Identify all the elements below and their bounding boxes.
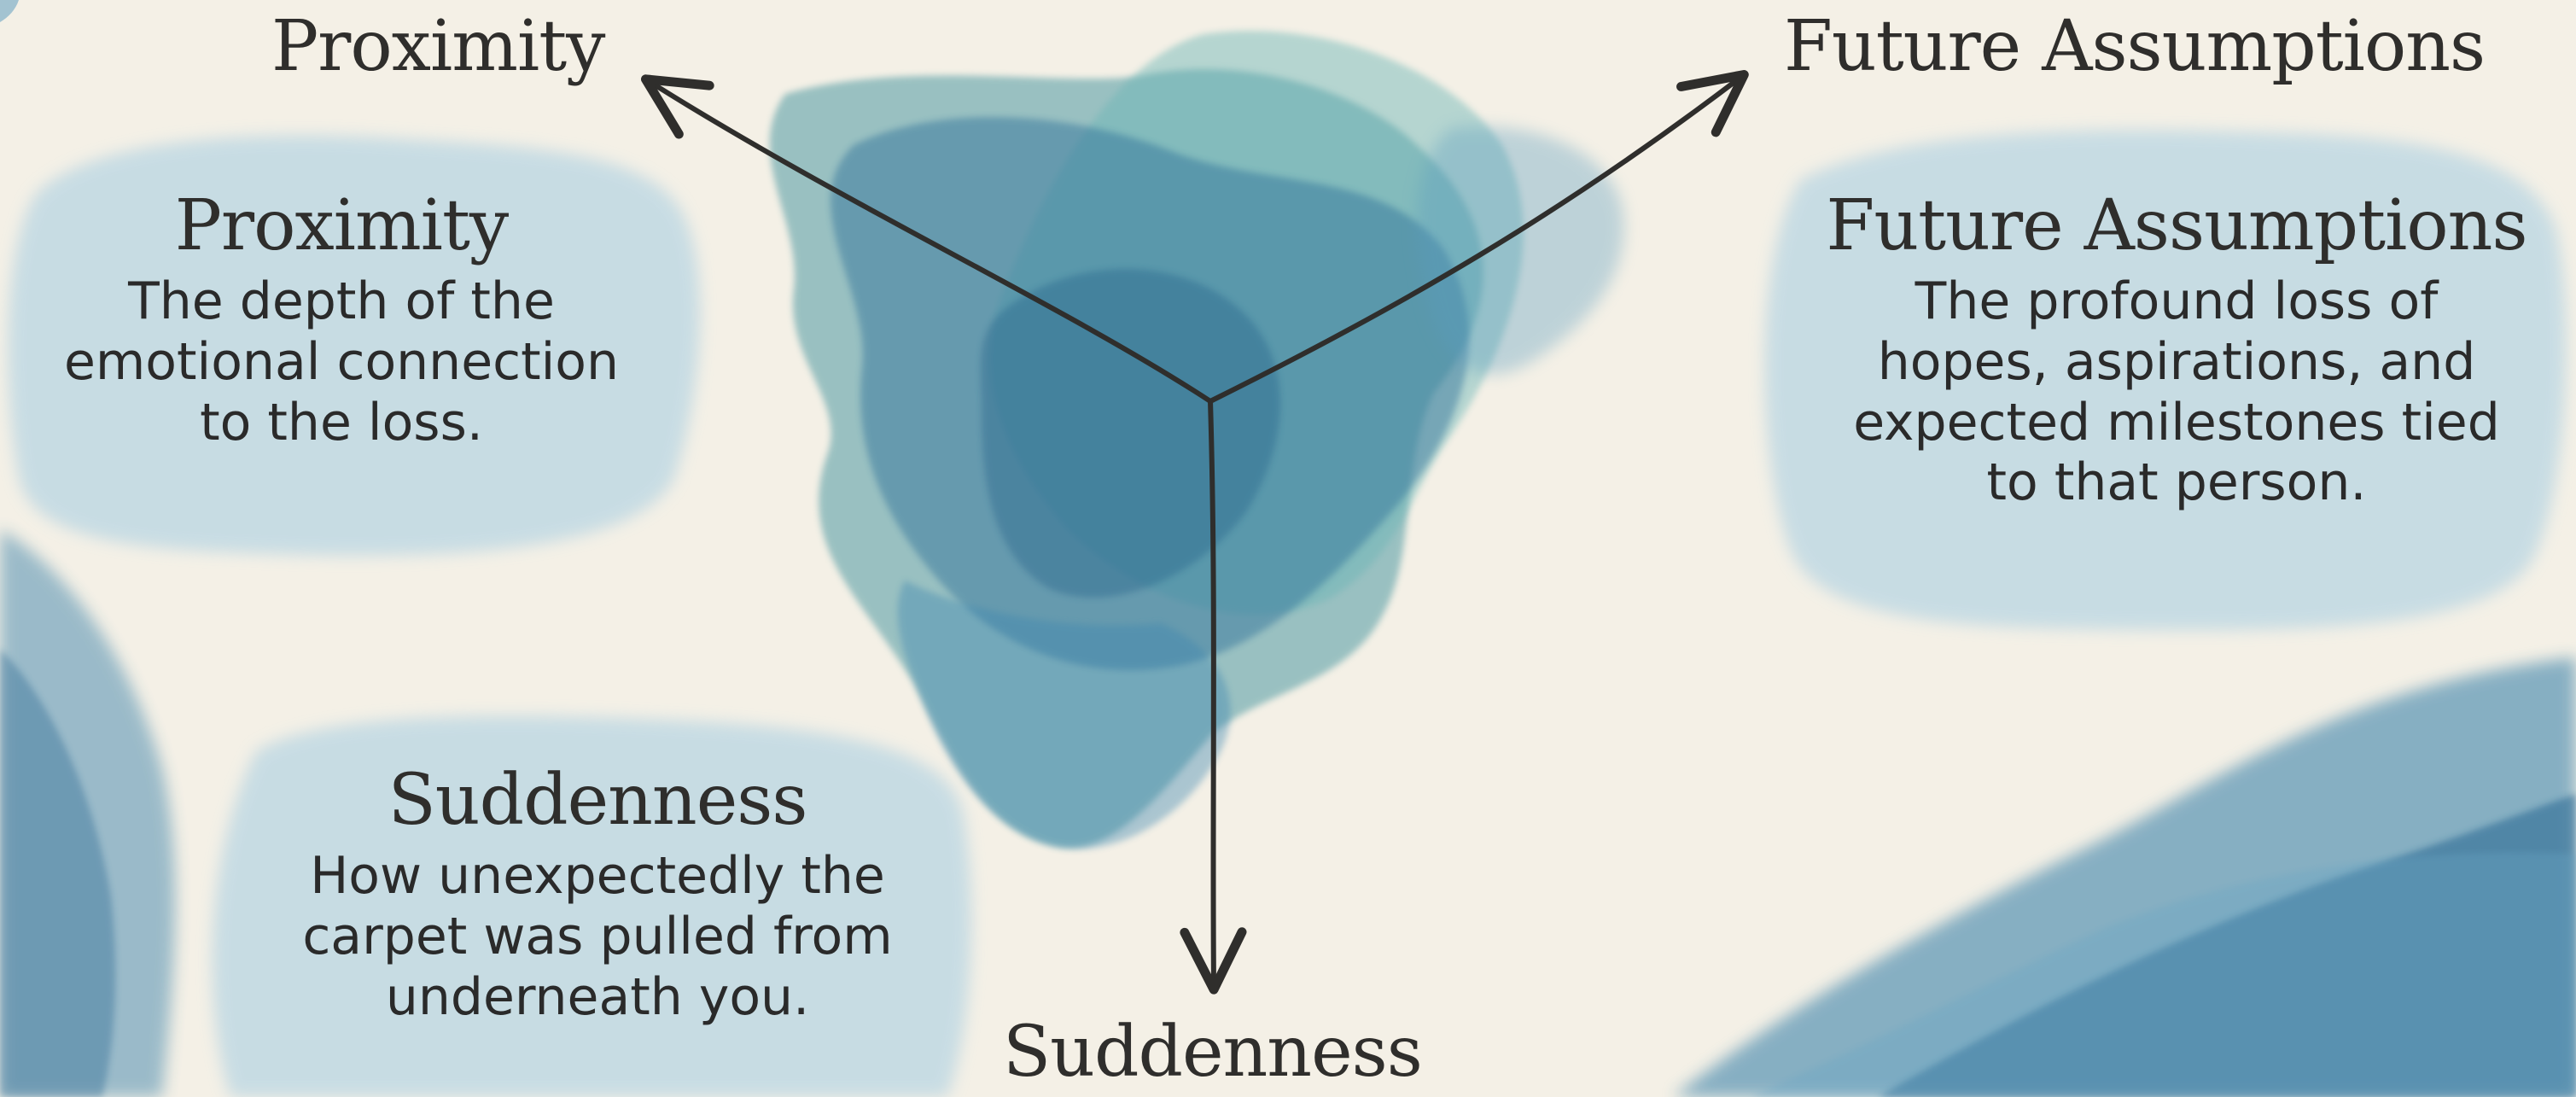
card-title-future-assumptions: Future Assumptions: [1797, 190, 2556, 263]
card-line: The profound loss of: [1797, 271, 2556, 332]
card-proximity: Proximity The depth of the emotional con…: [9, 190, 674, 452]
card-line: expected milestones tied: [1797, 393, 2556, 453]
corner-wash: [1673, 657, 2576, 1097]
card-body-future-assumptions: The profound loss of hopes, aspirations,…: [1797, 271, 2556, 513]
card-body-suddenness: How unexpectedly the carpet was pulled f…: [230, 846, 965, 1027]
card-line: to that person.: [1797, 452, 2556, 513]
axis-label-proximity: Proximity: [271, 12, 604, 82]
card-future-assumptions: Future Assumptions The profound loss of …: [1797, 190, 2556, 513]
central-blob: [770, 31, 1624, 849]
card-suddenness: Suddenness How unexpectedly the carpet w…: [230, 764, 965, 1027]
card-line: emotional connection: [9, 332, 674, 393]
card-line: How unexpectedly the: [230, 846, 965, 907]
card-line: hopes, aspirations, and: [1797, 332, 2556, 393]
card-line: underneath you.: [230, 967, 965, 1028]
card-title-proximity: Proximity: [9, 190, 674, 263]
axis-label-suddenness: Suddenness: [1003, 1018, 1422, 1088]
card-line: to the loss.: [9, 393, 674, 453]
card-title-suddenness: Suddenness: [230, 764, 965, 837]
axis-label-future-assumptions: Future Assumptions: [1784, 12, 2485, 82]
card-body-proximity: The depth of the emotional connection to…: [9, 271, 674, 452]
card-line: carpet was pulled from: [230, 907, 965, 967]
card-line: The depth of the: [9, 271, 674, 332]
